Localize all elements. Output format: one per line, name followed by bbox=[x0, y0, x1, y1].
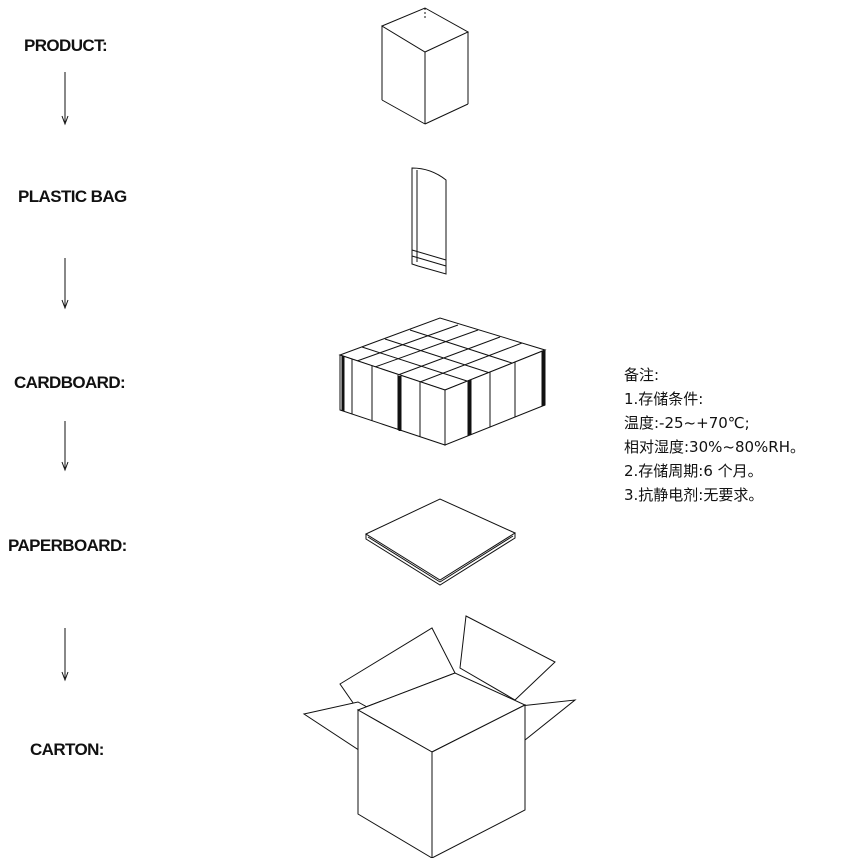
arrow-down-icon bbox=[61, 628, 69, 682]
notes-line-storage-conditions: 1.存储条件: bbox=[624, 390, 704, 408]
cardboard-divider-illustration bbox=[338, 317, 547, 446]
plastic-bag-illustration bbox=[411, 167, 447, 275]
notes-line-temperature: 温度:-25~+70℃; bbox=[624, 414, 750, 432]
step-label-product: PRODUCT: bbox=[24, 36, 108, 55]
step-label-plastic-bag: PLASTIC BAG bbox=[18, 187, 127, 206]
step-label-carton: CARTON: bbox=[30, 740, 104, 759]
product-box-illustration bbox=[380, 7, 470, 125]
carton-illustration bbox=[302, 615, 577, 858]
step-label-paperboard: PAPERBOARD: bbox=[8, 536, 127, 555]
arrow-down-icon bbox=[61, 72, 69, 126]
notes-title: 备注: bbox=[624, 366, 660, 384]
step-label-cardboard: CARDBOARD: bbox=[14, 373, 126, 392]
arrow-down-icon bbox=[61, 421, 69, 472]
notes-line-antistatic: 3.抗静电剂:无要求。 bbox=[624, 486, 764, 504]
arrow-down-icon bbox=[61, 258, 69, 310]
paperboard-illustration bbox=[364, 498, 517, 586]
notes-line-storage-period: 2.存储周期:6 个月。 bbox=[624, 462, 763, 480]
notes-block: 备注: 1.存储条件: 温度:-25~+70℃; 相对湿度:30%~80%RH。… bbox=[624, 363, 805, 507]
notes-line-humidity: 相对湿度:30%~80%RH。 bbox=[624, 438, 806, 456]
